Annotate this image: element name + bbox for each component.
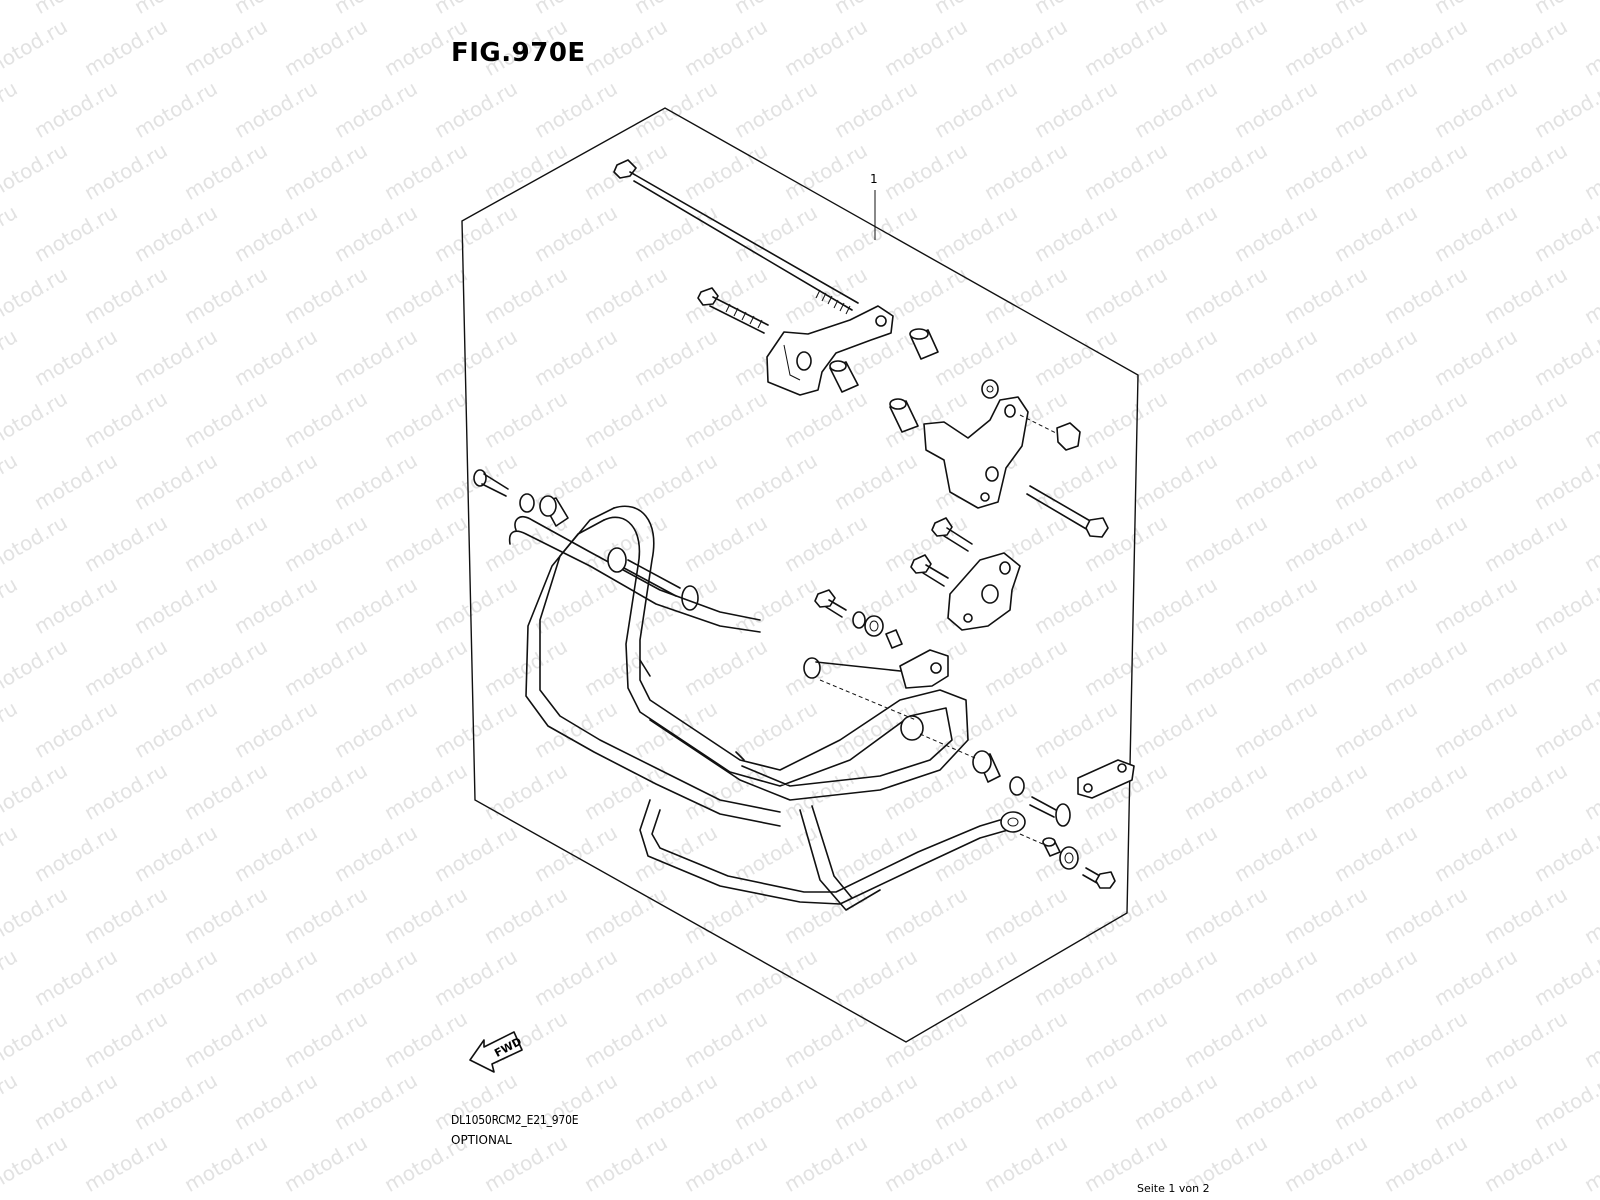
spacer-mid [889, 398, 919, 433]
washer-left [519, 493, 535, 513]
bushing-left [539, 495, 569, 527]
washer-center [852, 611, 866, 629]
figure-title: FIG.970E [451, 38, 586, 68]
lower-right-bolt [1026, 485, 1109, 538]
small-bolt-b [910, 554, 949, 587]
optional-note: OPTIONAL [451, 1133, 512, 1147]
long-through-bolt [613, 159, 859, 315]
left-pin [473, 469, 509, 497]
nut-cap [1056, 422, 1081, 451]
page-indicator: Seite 1 von 2 [1137, 1182, 1210, 1195]
collar-lower [1042, 837, 1061, 857]
spacer-upper-mid [909, 328, 939, 360]
right-link-plate [1077, 759, 1135, 799]
right-pin [1029, 796, 1071, 827]
small-bolt-a [931, 517, 973, 552]
lower-crash-bar [639, 799, 1026, 911]
callout-number: 1 [870, 172, 878, 186]
lower-bolt [1082, 867, 1116, 889]
upper-bolt [697, 287, 769, 334]
right-lower-plate [947, 552, 1021, 631]
bushing-center [864, 615, 884, 637]
collar-center [885, 629, 903, 649]
center-bolt [814, 589, 847, 618]
spacer-right-small [981, 379, 999, 399]
left-upper-bracket [766, 305, 894, 396]
guard-pin [623, 559, 699, 611]
bushing-right [972, 750, 1001, 783]
left-crash-bar [508, 505, 969, 827]
mount-link [803, 649, 949, 721]
bushing-lower [1059, 846, 1079, 870]
fwd-arrow-icon: FWD [469, 1031, 524, 1073]
right-upper-bracket [923, 396, 1061, 509]
assembly-frame [461, 107, 1139, 1043]
washer-right [1009, 776, 1025, 796]
model-code: DL1050RCM2_E21_970E [451, 1113, 579, 1127]
spacer-left [829, 360, 859, 393]
